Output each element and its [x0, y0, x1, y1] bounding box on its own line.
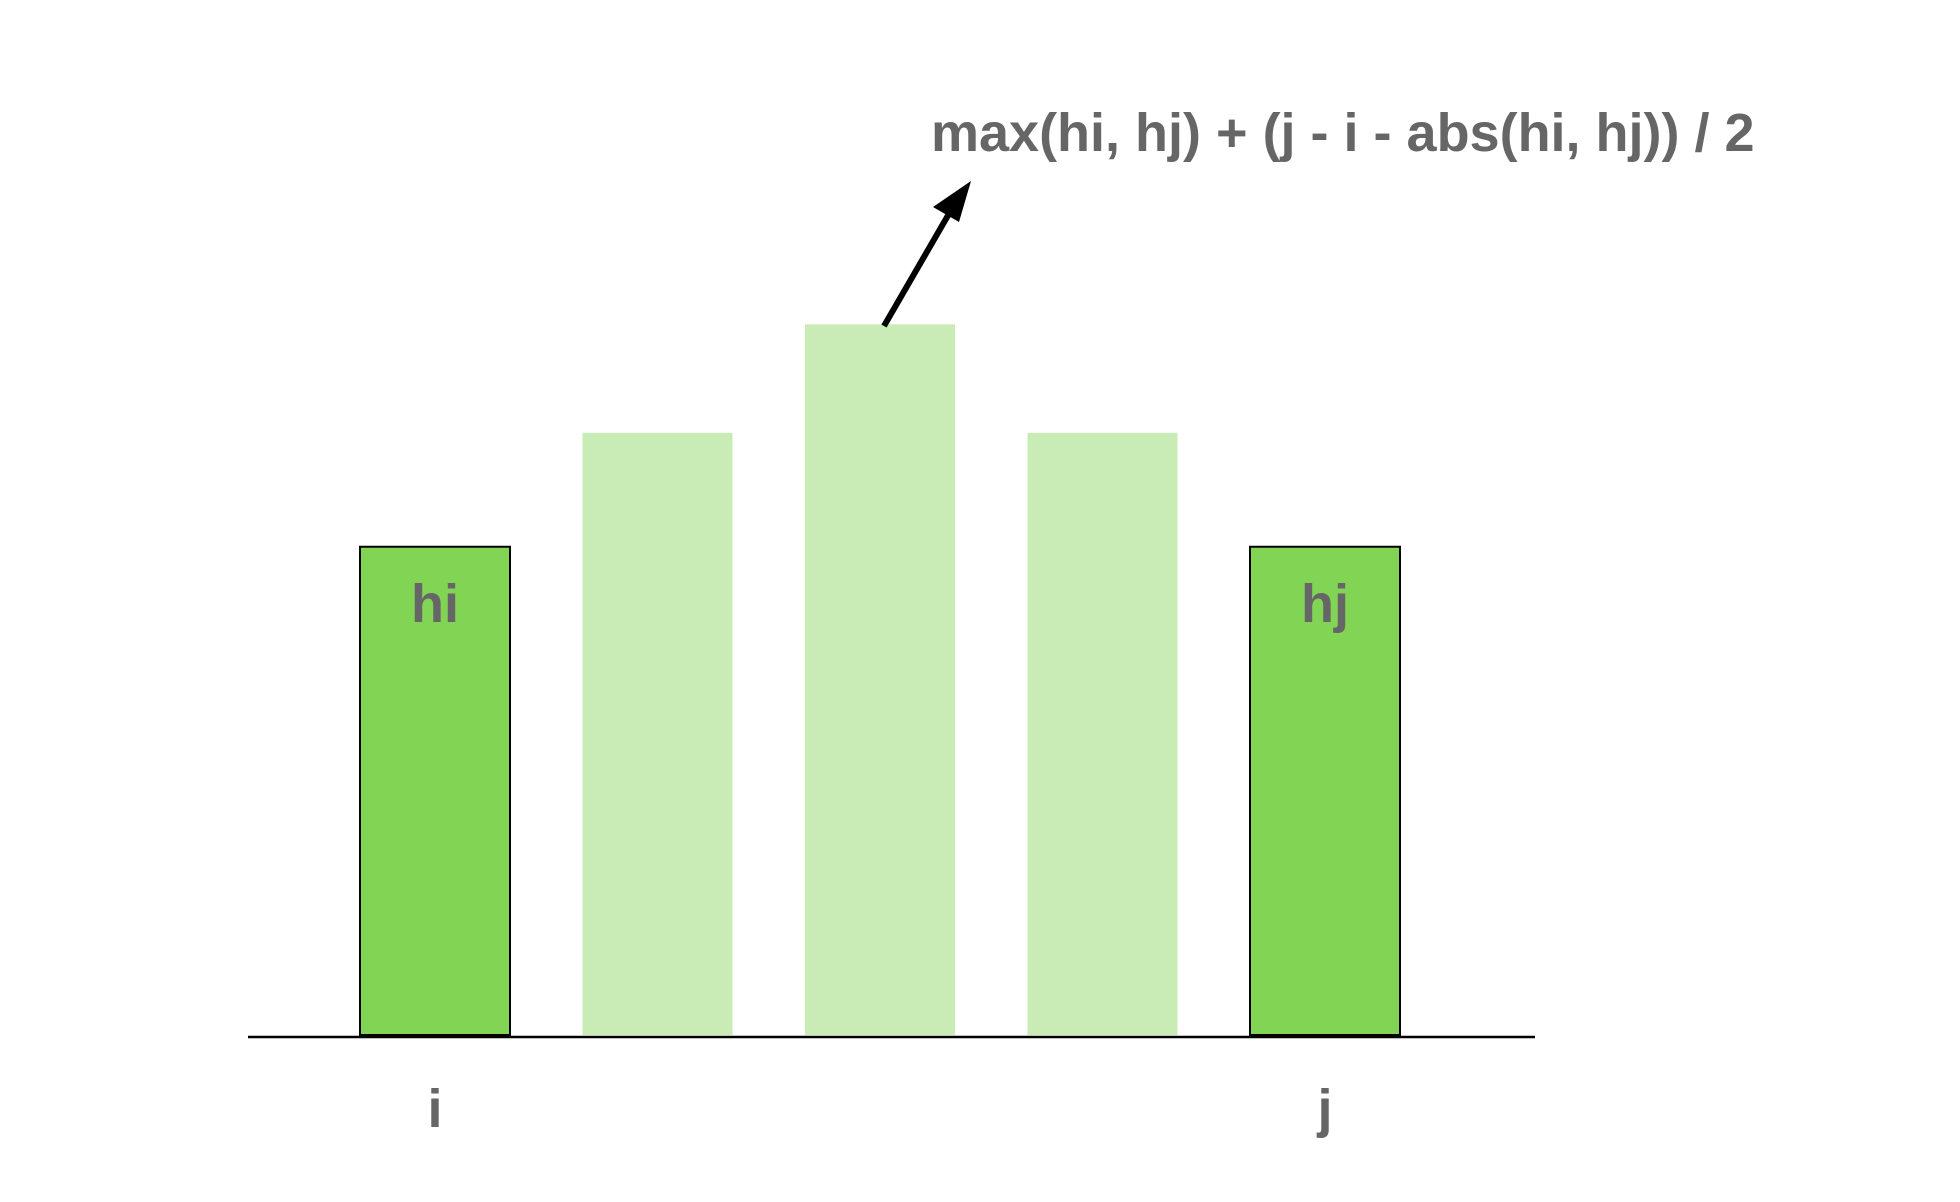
bars-group [359, 324, 1401, 1036]
bar-j [1249, 545, 1401, 1036]
bar-between-1 [582, 432, 733, 1035]
bar-label-j: hj [1301, 574, 1349, 634]
formula-annotation: max(hi, hj) + (j - i - abs(hi, hj)) / 2 [881, 103, 1755, 328]
axis-label-i: i [427, 1079, 442, 1139]
bar-peak [805, 324, 955, 1035]
formula-text: max(hi, hj) + (j - i - abs(hi, hj)) / 2 [931, 103, 1755, 163]
bar-label-i: hi [411, 574, 459, 634]
bar-labels-group: hi hj [411, 574, 1349, 634]
formula-arrow-shaft [881, 210, 953, 328]
bar-between-2 [1027, 432, 1178, 1035]
bar-i [359, 545, 511, 1036]
axis-label-j: j [1316, 1079, 1332, 1139]
formula-arrow-head [933, 181, 971, 222]
